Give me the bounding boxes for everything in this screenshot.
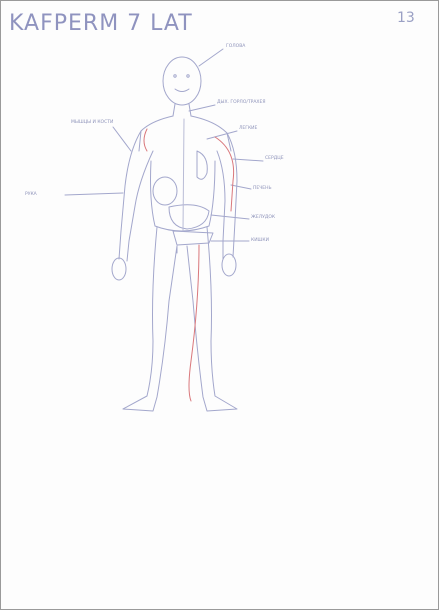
left-leg — [123, 227, 177, 411]
label-line-arm — [65, 193, 123, 195]
right-arm — [217, 133, 237, 259]
label-muscles: МЫШЦЫ И КОСТИ — [71, 121, 113, 126]
label-line-lungs — [207, 131, 237, 139]
label-line-muscles — [113, 127, 131, 151]
intestine-organ — [173, 231, 213, 253]
label-heart: СЕРДЦЕ — [265, 157, 284, 162]
torso-outline — [139, 116, 231, 151]
lungs-organ — [197, 151, 207, 179]
label-stomach: ЖЕЛУДОК — [251, 216, 275, 221]
label-line-throat — [189, 105, 215, 111]
label-liver: ПЕЧЕНЬ — [253, 187, 272, 192]
heart-organ — [153, 177, 177, 205]
left-eye — [174, 75, 176, 77]
label-line-liver — [231, 185, 251, 189]
left-hand — [112, 258, 126, 280]
mouth — [175, 89, 189, 92]
label-lungs: ЛЕГКИЕ — [239, 127, 257, 132]
label-line-heart-left — [233, 159, 263, 161]
label-throat: ДЫХ. ГОРЛО/ТРАХЕЯ — [217, 101, 265, 106]
spine — [183, 119, 184, 231]
head-outline — [163, 57, 201, 105]
right-eye — [187, 75, 189, 77]
red-vessel-leg — [189, 245, 199, 401]
label-line-head — [199, 49, 223, 66]
label-arm: РУКА — [25, 193, 37, 198]
left-arm — [119, 131, 153, 261]
label-intestine: КИШКИ — [251, 239, 269, 244]
stomach-organ — [169, 205, 209, 229]
right-hand — [222, 254, 236, 276]
right-leg — [187, 227, 237, 411]
red-vessel-left — [144, 129, 147, 151]
label-line-stomach — [211, 215, 249, 219]
neck — [173, 104, 191, 116]
label-head: ГОЛОВА — [226, 45, 245, 50]
